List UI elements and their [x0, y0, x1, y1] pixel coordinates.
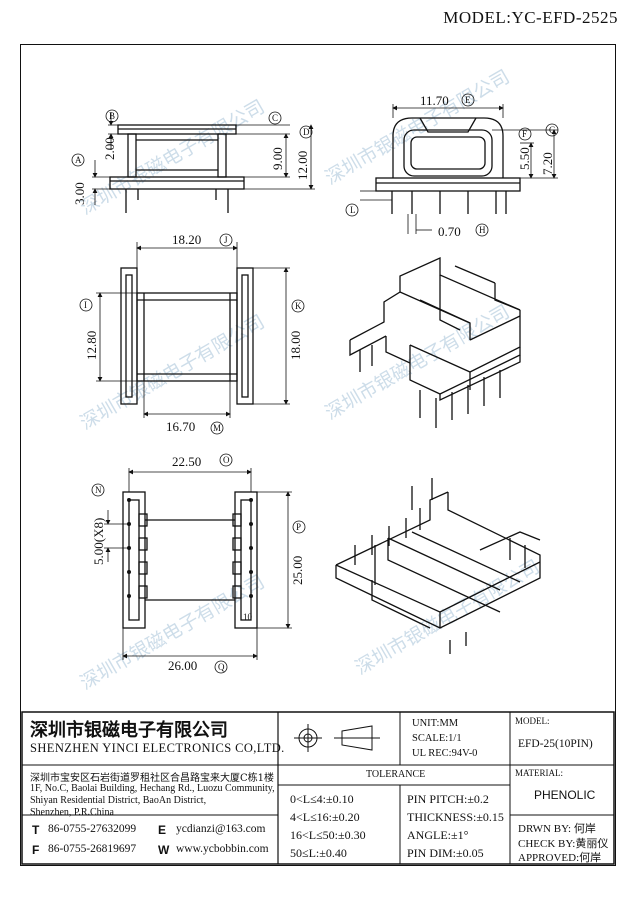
label-b: B [109, 111, 115, 121]
bottom-pins [127, 498, 253, 598]
address-en-2: Shiyan Residential District, BaoAn Distr… [30, 795, 207, 806]
label-m: M [213, 423, 221, 433]
dim-q: 26.00 [168, 658, 197, 673]
ul-rec: UL REC:94V-0 [412, 748, 478, 759]
label-d: D [303, 127, 310, 137]
unit: UNIT:MM [412, 718, 459, 729]
pin-dim: PIN DIM:±0.05 [407, 846, 484, 860]
dim-e: 11.70 [420, 93, 449, 108]
label-q: Q [218, 662, 225, 672]
top-view [120, 267, 254, 405]
dim-h: 0.70 [438, 224, 461, 239]
watermark-4: 深圳市银磁电子有限公司 [322, 301, 514, 425]
pin-pitch: PIN PITCH:±0.2 [407, 792, 489, 806]
label-h: H [479, 225, 486, 235]
model-label: MODEL: [515, 716, 550, 726]
dim-o: 22.50 [172, 454, 201, 469]
address-cn: 深圳市宝安区石岩街道罗租社区合昌路宝来大厦C栋1楼 [30, 773, 275, 784]
end-view [375, 117, 521, 214]
watermark-2: 深圳市银磁电子有限公司 [322, 66, 514, 190]
label-k: K [295, 301, 302, 311]
label-i: I [84, 300, 87, 310]
tel-label: T [32, 823, 40, 837]
label-a: A [75, 155, 82, 165]
company-name-en: SHENZHEN YINCI ELECTRONICS CO,LTD. [30, 741, 285, 755]
tolerance-row-3: 16<L≤50:±0.30 [290, 828, 366, 842]
email-label: E [158, 823, 167, 837]
bottom-view [122, 491, 258, 629]
side-view [109, 124, 245, 213]
dim-k: 18.00 [288, 331, 303, 360]
scale: SCALE:1/1 [412, 733, 462, 744]
tolerance-title: TOLERANCE [366, 769, 426, 780]
label-e: E [465, 95, 471, 105]
dim-a: 3.00 [72, 182, 87, 205]
drawn-by: DRWN BY: 何岸 [518, 823, 596, 835]
dim-p: 25.00 [290, 556, 305, 585]
dim-d: 12.00 [295, 151, 310, 180]
label-o: O [223, 455, 230, 465]
tolerance-row-2: 4<L≤16:±0.20 [290, 810, 360, 824]
company-name-cn: 深圳市银磁电子有限公司 [30, 720, 228, 741]
tolerance-row-1: 0<L≤4:±0.10 [290, 792, 354, 806]
dim-b: 2.00 [102, 137, 117, 160]
model-value: EFD-25(10PIN) [518, 738, 593, 750]
label-g: G [549, 125, 556, 135]
thickness: THICKNESS:±0.15 [407, 810, 504, 824]
dim-m: 16.70 [166, 419, 195, 434]
label-n: N [95, 485, 102, 495]
label-p: P [296, 522, 301, 532]
address-en-3: Shenzhen, P.R.China [30, 807, 114, 818]
iso-view-top [349, 256, 521, 428]
approved-by: APPROVED:何岸 [518, 852, 602, 864]
dim-f: 5.50 [517, 147, 532, 170]
dim-i: 12.80 [84, 331, 99, 360]
tolerance-row-4: 50≤L:±0.40 [290, 846, 347, 860]
web-value[interactable]: www.ycbobbin.com [176, 843, 269, 855]
check-by: CHECK BY:黄丽仪 [518, 838, 609, 850]
fax-value: 86-0755-26819697 [48, 843, 137, 855]
email-value[interactable]: ycdianzi@163.com [176, 823, 266, 835]
dim-j: 18.20 [172, 232, 201, 247]
angle: ANGLE:±1° [407, 828, 469, 842]
dim-c: 9.00 [270, 147, 285, 170]
dim-n: 5.00(X8) [91, 518, 106, 565]
iso-view-bottom [335, 478, 541, 654]
projection-symbol [294, 724, 380, 752]
dim-g: 7.20 [540, 152, 555, 175]
drawing-sheet [20, 44, 616, 866]
material-label: MATERIAL: [515, 768, 563, 778]
fax-label: F [32, 843, 40, 857]
web-label: W [158, 843, 170, 857]
watermark-3: 深圳市银磁电子有限公司 [77, 311, 269, 435]
address-en-1: 1F, No.C, Baolai Building, Hechang Rd., … [30, 783, 275, 794]
model-title: MODEL:YC-EFD-2525 [443, 8, 618, 27]
title-block-frame [21, 711, 615, 865]
watermark-5: 深圳市银磁电子有限公司 [77, 571, 269, 695]
label-f: F [522, 129, 527, 139]
label-c: C [272, 113, 278, 123]
tel-value: 86-0755-27632099 [48, 823, 137, 835]
label-l: L [350, 205, 356, 215]
label-j: J [224, 235, 228, 245]
material-value: PHENOLIC [534, 788, 596, 802]
pin-label: 10 [243, 612, 253, 622]
